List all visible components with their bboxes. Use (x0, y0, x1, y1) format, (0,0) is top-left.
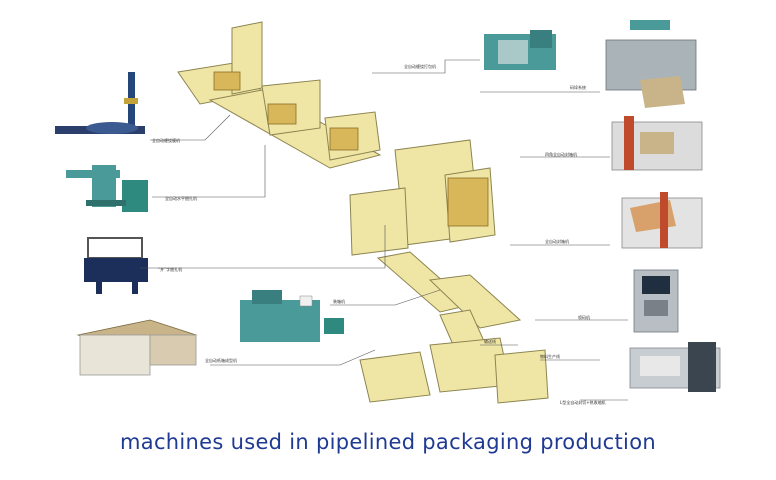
label-conveyor: 输送线 (484, 338, 496, 344)
label-production: 物料生产线 (540, 353, 560, 359)
diagram-caption: machines used in pipelined packaging pro… (120, 430, 656, 454)
pe-strapping-image (84, 237, 148, 294)
label-strapping-machine: 全自动水平捆扎机 (165, 195, 197, 201)
label-pallet-wrap: 全自动缠绕打包机 (404, 63, 436, 69)
label-case-sealer: 全自动封箱机 (545, 238, 569, 244)
shrink-image (629, 342, 721, 392)
robot-system-image (605, 20, 697, 108)
pallet-wrap-image (484, 30, 556, 70)
case-sealer-image (621, 192, 703, 249)
carton-boxes (213, 71, 489, 227)
label-filler: 装箱机 (333, 298, 345, 304)
label-pe-strapping: “井”字捆扎机 (158, 266, 182, 272)
label-side-sealer: 四角全自动封箱机 (545, 151, 577, 157)
box-maker-image (240, 290, 344, 342)
label-coder: 喷码机 (578, 314, 590, 320)
label-box-maker: 全自动纸箱成型机 (205, 357, 237, 363)
leader-lines (140, 59, 628, 401)
label-shrink: L型全自动封切+热收缩机 (560, 399, 606, 405)
label-wrap-machine: 全自动缠绕膜机 (152, 137, 180, 143)
strapping-machine-image (66, 165, 148, 212)
side-sealer-image (611, 116, 703, 171)
erector-image (76, 319, 198, 376)
coder-image (633, 269, 679, 333)
label-robot-system: 码垛系统 (570, 84, 586, 90)
machine-labels: 全自动缠绕膜机 全自动水平捆扎机 “井”字捆扎机 全自动缠绕打包机 码垛系统 四… (152, 63, 606, 405)
wrap-machine-image (55, 72, 145, 134)
